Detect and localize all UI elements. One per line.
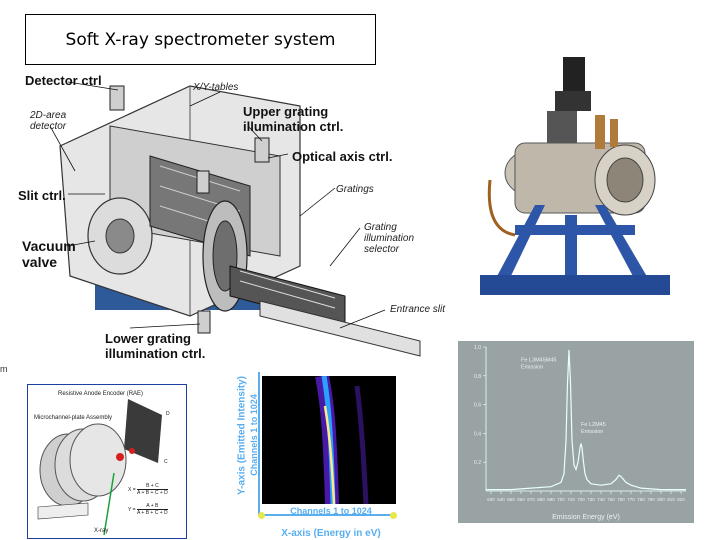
x-tick-label: 690: [547, 497, 555, 502]
y-axis-channels: Channels 1 to 1024: [249, 394, 259, 476]
x-tick-label: 790: [647, 497, 655, 502]
x-tick-label: 700: [557, 497, 565, 502]
axis-origin-dot: [258, 512, 265, 519]
x-formula: X = B + C A + B + C + D: [128, 483, 168, 496]
y-axis-line: [258, 372, 260, 516]
mcp-label: Microchannel-plate Assembly: [34, 415, 113, 421]
x-axis-channels: Channels 1 to 1024: [290, 506, 372, 516]
y-formula: Y = A + B A + B + C + D: [128, 503, 168, 516]
x-tick-label: 800: [657, 497, 665, 502]
xray-label: X-ray: [94, 528, 109, 534]
axis-end-dot: [390, 512, 397, 519]
detector-image-panel: Y-axis (Emitted Intensity) Channels 1 to…: [224, 372, 404, 540]
x-tick-label: 710: [567, 497, 575, 502]
label-slit-ctrl: Slit ctrl.: [18, 188, 66, 203]
x-axis-line: [258, 514, 396, 516]
label-xy-tables: X/Y-tables: [193, 82, 239, 93]
corner-d: D: [166, 411, 170, 417]
y-tick-label: 0.2: [474, 460, 481, 466]
chart-xlabel: Emission Energy (eV): [552, 514, 620, 521]
detector-drawing: [37, 399, 162, 536]
annotation-line1: Fe L2M45: [581, 422, 606, 428]
y-axis-title: Y-axis (Emitted Intensity): [236, 376, 248, 495]
photo-drawing: [480, 57, 670, 295]
annotation-line2: Emission: [581, 429, 603, 435]
annotation-line2: Emission: [521, 364, 543, 370]
schematic-drawing: [49, 81, 421, 357]
page-title: Soft X-ray spectrometer system: [25, 14, 376, 65]
corner-c: C: [164, 459, 168, 465]
y-tick-label: 1.0: [474, 345, 481, 351]
detector-image: [262, 374, 396, 505]
spectrum-line: [486, 349, 686, 491]
x-tick-label: 810: [667, 497, 675, 502]
detector-trace: [315, 374, 369, 505]
x-tick-label: 750: [607, 497, 615, 502]
x-tick-label: 720: [577, 497, 585, 502]
edge-fragment: m: [0, 364, 8, 374]
annotation-line1: Fe L3M45M45: [521, 357, 556, 363]
x-tick-label: 680: [537, 497, 545, 502]
x-tick-label: 760: [617, 497, 625, 502]
y-tick-label: 0.4: [474, 431, 481, 437]
y-tick-label: 0.8: [474, 374, 481, 380]
x-tick-label: 820: [677, 497, 685, 502]
label-gratings: Gratings: [336, 184, 374, 195]
x-tick-label: 780: [637, 497, 645, 502]
x-tick-label: 730: [587, 497, 595, 502]
spectrometer-schematic: [0, 66, 460, 366]
x-tick-label: 660: [517, 497, 525, 502]
x-tick-label: 630: [487, 497, 495, 502]
x-tick-label: 640: [497, 497, 505, 502]
label-optical-axis: Optical axis ctrl.: [292, 149, 393, 164]
label-entrance-slit: Entrance slit: [390, 304, 446, 315]
x-tick-label: 770: [627, 497, 635, 502]
x-tick-label: 670: [527, 497, 535, 502]
spectrometer-photo: [475, 55, 675, 307]
rae-header: Resistive Anode Encoder (RAE): [58, 391, 144, 397]
detector-schematic: Resistive Anode Encoder (RAE) Microchann…: [27, 384, 187, 539]
x-axis-title: X-axis (Energy in eV): [281, 528, 381, 539]
label-detector-ctrl: Detector ctrl: [25, 73, 102, 88]
x-tick-label: 650: [507, 497, 515, 502]
y-tick-label: 0.6: [474, 403, 481, 409]
x-tick-label: 740: [597, 497, 605, 502]
